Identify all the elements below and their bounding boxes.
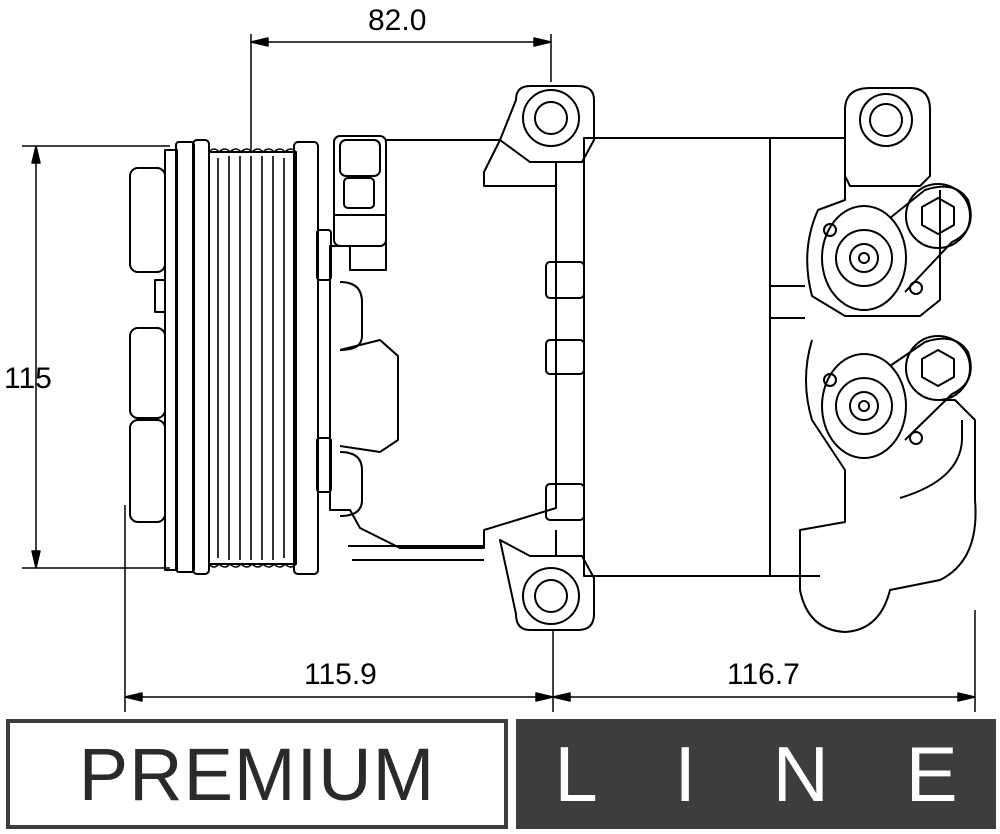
dimension-top-width: 82.0 xyxy=(368,4,427,37)
rear-head xyxy=(799,87,977,633)
compressor-body xyxy=(583,137,845,577)
dimension-bottom-left: 115.9 xyxy=(304,658,377,691)
banner-line-letter: E xyxy=(905,729,958,818)
banner-premium-box: PREMIUM xyxy=(6,719,508,829)
banner-line-box: L I N E xyxy=(516,719,996,829)
pulley xyxy=(192,139,332,575)
front-housing xyxy=(329,135,585,561)
banner-premium-text: PREMIUM xyxy=(78,732,436,816)
mounting-ears xyxy=(499,85,595,631)
dimension-bottom-right: 116.7 xyxy=(727,658,800,691)
dimension-height: 115 xyxy=(4,362,52,395)
premium-line-banner: PREMIUM L I N E xyxy=(0,714,1000,834)
banner-line-letter: L xyxy=(554,729,598,818)
port-flange-bottom xyxy=(821,335,972,459)
port-flange-top xyxy=(821,183,972,311)
banner-line-letter: N xyxy=(772,729,829,818)
dimension-lines xyxy=(22,34,976,712)
banner-line-letter: I xyxy=(674,729,697,818)
clutch-hub xyxy=(129,141,195,573)
